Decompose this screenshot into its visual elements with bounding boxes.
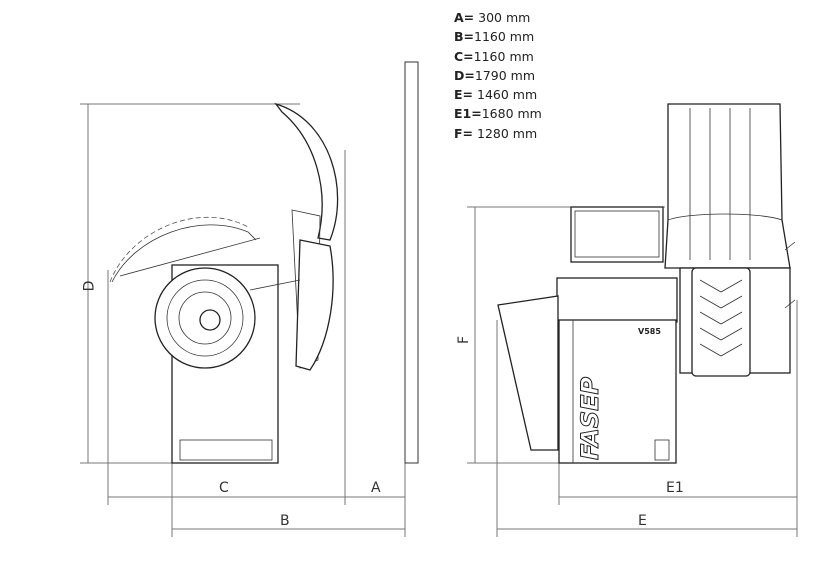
dimension-e1: E1=1680 mm [454, 106, 542, 122]
wheel-guard [664, 103, 791, 269]
balancer-front-view: V585 FASEP [497, 103, 796, 464]
dimension-lines-right [467, 206, 798, 537]
monitor [570, 206, 664, 263]
wall [404, 61, 419, 464]
label-e1: E1 [666, 480, 684, 496]
dimension-a: A= 300 mm [454, 10, 531, 25]
balancer-side-view [109, 102, 339, 464]
label-f: F [456, 335, 473, 345]
dimension-c: C=1160 mm [454, 48, 534, 64]
brand-logo: FASEP [576, 376, 604, 460]
label-e: E [638, 513, 647, 529]
dimension-b: B=1160 mm [454, 29, 535, 45]
dimension-legend: A= 300 mm B=1160 mm C=1160 mm D=1790 mm … [454, 8, 542, 143]
model-label: V585 [638, 327, 661, 336]
dimension-f: F= 1280 mm [454, 125, 538, 141]
wheel [691, 267, 751, 377]
label-a: A [371, 480, 381, 496]
label-c: C [219, 480, 229, 496]
dimension-lines-left [80, 103, 406, 537]
label-d: D [81, 280, 98, 292]
dimension-d: D=1790 mm [454, 67, 535, 83]
dimension-e: E= 1460 mm [454, 87, 538, 103]
label-b: B [280, 513, 290, 529]
